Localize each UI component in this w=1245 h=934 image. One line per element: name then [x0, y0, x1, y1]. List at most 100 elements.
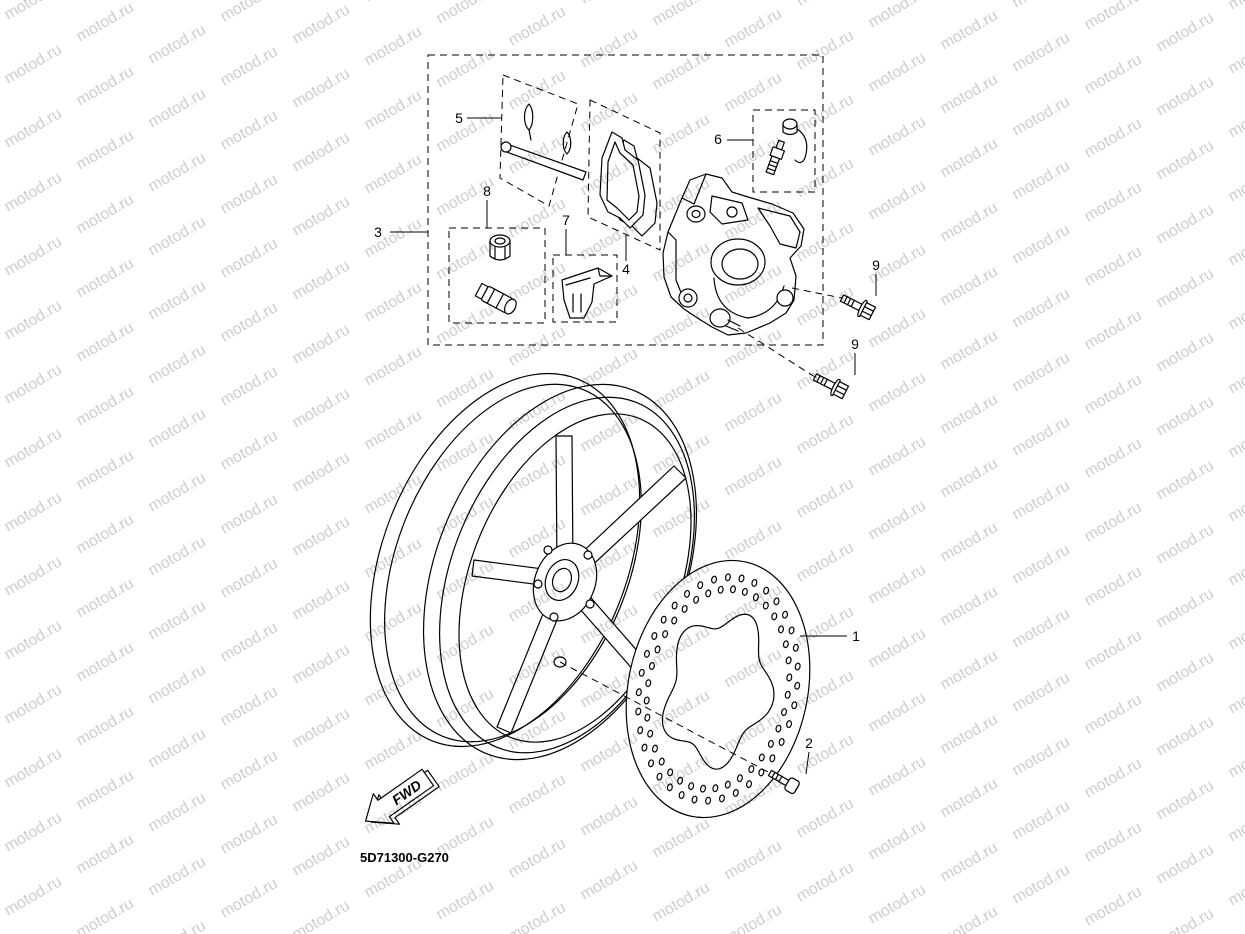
watermark-text: motod.ru: [290, 385, 353, 431]
watermark-text: motod.ru: [290, 833, 353, 879]
caliper-edge-line: [667, 173, 707, 301]
disc-hole: [672, 602, 678, 610]
watermark-text: motod.ru: [1010, 605, 1073, 651]
watermark-text: motod.ru: [362, 87, 425, 133]
front-wheel: [369, 372, 698, 761]
forward-arrow-outline: [364, 768, 435, 824]
watermark-text: motod.ru: [578, 409, 641, 455]
disc-bolt-axis-line: [559, 661, 771, 774]
watermark-text: motod.ru: [866, 625, 929, 671]
watermark-text: motod.ru: [1010, 29, 1073, 75]
watermark-text: motod.ru: [1010, 157, 1073, 203]
disc-hole: [746, 780, 752, 788]
callout-8: 8: [483, 183, 491, 199]
watermark-text: motod.ru: [506, 259, 569, 305]
disc-hole: [733, 789, 739, 797]
disc-hole: [763, 587, 769, 595]
disc-hole: [775, 725, 781, 733]
watermark-text: motod.ru: [1226, 223, 1245, 269]
watermark-text: motod.ru: [290, 193, 353, 239]
callout-4: 4: [622, 261, 630, 277]
watermark-text: motod.ru: [1082, 499, 1145, 545]
watermark-text: motod.ru: [1154, 73, 1217, 119]
watermark-text: motod.ru: [362, 23, 425, 69]
disc-hole: [725, 781, 731, 789]
watermark-text: motod.ru: [74, 447, 137, 493]
disc-hole: [661, 616, 667, 624]
watermark-text: motod.ru: [866, 561, 929, 607]
callout-2: 2: [805, 735, 813, 751]
watermark-text: motod.ru: [218, 811, 281, 857]
watermark-text: motod.ru: [74, 511, 137, 557]
watermark-text: motod.ru: [290, 705, 353, 751]
watermark-text: motod.ru: [794, 731, 857, 777]
disc-hole: [644, 650, 650, 658]
disc-hole: [662, 630, 668, 638]
watermark-text: motod.ru: [1226, 351, 1245, 397]
watermark-text: motod.ru: [722, 69, 785, 115]
watermark-text: motod.ru: [1154, 649, 1217, 695]
bolt-thread: [771, 771, 783, 783]
watermark-text: motod.ru: [578, 89, 641, 135]
disc-hole: [719, 795, 725, 803]
watermark-text: motod.ru: [1082, 307, 1145, 353]
bleed-cap-tether: [794, 128, 808, 164]
watermark-text: motod.ru: [506, 67, 569, 113]
callout-5: 5: [455, 110, 463, 126]
watermark-text: motod.ru: [218, 299, 281, 345]
bolt-axis-line-upper: [791, 287, 843, 299]
watermark-text: motod.ru: [2, 0, 65, 23]
watermark-text: motod.ru: [434, 365, 497, 411]
watermark-text: motod.ru: [1226, 95, 1245, 141]
caliper-bracket-hole: [726, 206, 738, 218]
watermark-text: motod.ru: [290, 577, 353, 623]
watermark-text: motod.ru: [722, 453, 785, 499]
disc-hole: [748, 765, 754, 773]
caliper-lower-left-hole-inner: [683, 293, 693, 303]
disc-hole: [644, 697, 650, 705]
watermark-text: motod.ru: [1010, 413, 1073, 459]
watermark-text: motod.ru: [1154, 521, 1217, 567]
caliper-upper-left-hole-inner: [691, 209, 701, 219]
disc-hole: [649, 662, 655, 670]
callout-3: 3: [374, 224, 382, 240]
watermark-text: motod.ru: [650, 367, 713, 413]
brake-pad-lining: [606, 141, 640, 221]
watermark-text: motod.ru: [1226, 159, 1245, 205]
disc-hole: [718, 586, 724, 594]
watermark-text: motod.ru: [794, 0, 857, 9]
watermark-text: motod.ru: [1226, 479, 1245, 525]
hub-disc-mount: [533, 579, 543, 589]
watermark-text: motod.ru: [2, 233, 65, 279]
watermark-text: motod.ru: [794, 155, 857, 201]
watermark-text: motod.ru: [1082, 435, 1145, 481]
watermark-text: motod.ru: [794, 219, 857, 265]
watermark-text: motod.ru: [2, 361, 65, 407]
bleed-screw-set: [765, 118, 808, 176]
watermark-text: motod.ru: [290, 129, 353, 175]
watermark-text: motod.ru: [74, 191, 137, 237]
watermark-text: motod.ru: [146, 213, 209, 259]
watermark-text: motod.ru: [74, 63, 137, 109]
watermark-text: motod.ru: [650, 47, 713, 93]
bolt-head: [832, 381, 850, 400]
watermark-text: motod.ru: [146, 85, 209, 131]
watermark-text: motod.ru: [506, 899, 569, 934]
watermark-text: motod.ru: [1226, 671, 1245, 717]
watermark-text: motod.ru: [434, 621, 497, 667]
disc-hole: [671, 617, 677, 625]
caliper-bolt-lower: [812, 373, 850, 400]
watermark-text: motod.ru: [794, 475, 857, 521]
watermark-text: motod.ru: [578, 729, 641, 775]
disc-hole: [677, 777, 683, 785]
watermark-text: motod.ru: [2, 41, 65, 87]
boot-top: [489, 234, 511, 248]
watermark-text: motod.ru: [74, 255, 137, 301]
disc-hole: [682, 605, 688, 613]
watermark-text: motod.ru: [290, 257, 353, 303]
caliper-assembly-box: [427, 54, 824, 346]
watermark-text: motod.ru: [146, 853, 209, 899]
watermark-text: motod.ru: [1082, 243, 1145, 289]
bleed-screw-thread-lines: [766, 160, 779, 172]
caliper-pin-end: [725, 319, 741, 332]
